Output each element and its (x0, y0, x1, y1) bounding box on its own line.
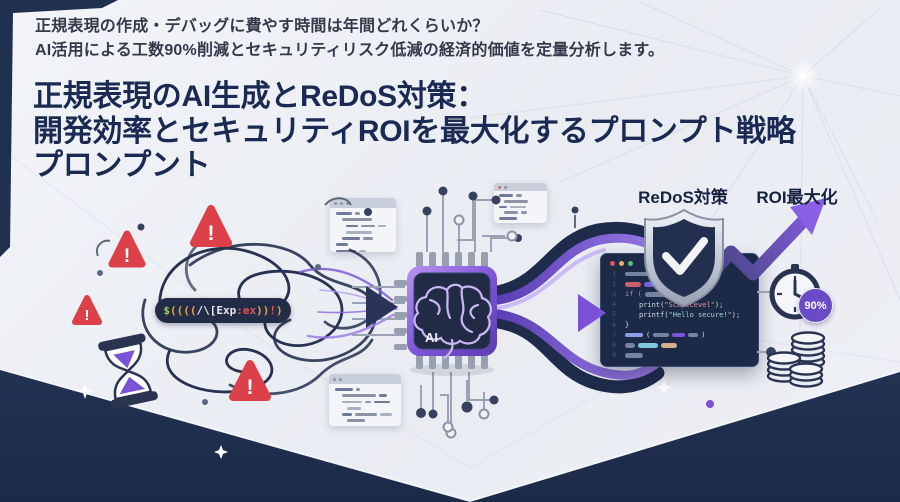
regex-token: /\[Exp (196, 304, 237, 317)
warning-icon: ! (72, 295, 102, 325)
warning-icon: ! (229, 360, 271, 401)
kicker-line-2: AI活用による工数90%削減とセキュリティリスク低減の経済的価値を定量分析します… (35, 42, 665, 59)
code-token: print( (639, 300, 665, 309)
hourglass-icon (98, 333, 158, 409)
line-number: 7 (612, 331, 616, 339)
kicker-line-1: 正規表現の作成・デバッグに費やす時間は年間どれくらいか？ (35, 18, 489, 35)
code-card (329, 374, 401, 426)
brain-icon (413, 283, 492, 360)
editor-titlebar (601, 254, 758, 268)
warning-icon: ! (108, 230, 146, 268)
line-number: 4 (612, 301, 616, 309)
chip-label: AI (425, 330, 438, 345)
line-number: 8 (612, 341, 616, 349)
line-number: 3 (612, 290, 616, 298)
title-line-1: 正規表現のAI生成とReDoS対策： (33, 80, 486, 113)
bottom-right-wedge (470, 372, 900, 502)
maximize-icon (628, 261, 633, 266)
svg-text:!: ! (208, 222, 215, 245)
warning-icon: ! (190, 205, 232, 247)
code-card-header (494, 183, 547, 191)
label-redos: ReDoS対策 (638, 188, 728, 207)
circuit-nodes (416, 186, 522, 439)
regex-token: (((( (170, 304, 197, 317)
regex-token: :ex (236, 304, 257, 317)
minimize-icon (619, 261, 624, 266)
code-token: ( (646, 331, 651, 340)
circuit-node (706, 400, 714, 408)
corner-sliver (0, 0, 118, 257)
code-card (494, 183, 547, 223)
line-number: 5 (612, 311, 616, 319)
code-card-header (329, 374, 401, 384)
sparkle-icon (77, 380, 671, 459)
arrow-into-chip-icon (366, 286, 398, 328)
regex-snippet: $((((/\[Exp:ex))!) (155, 298, 291, 323)
circuit-traces-right (757, 291, 772, 353)
svg-text:!: ! (124, 246, 130, 267)
code-token: } (625, 321, 630, 330)
line-number: 6 (612, 321, 616, 329)
svg-text:!: ! (85, 307, 90, 324)
ai-chip: AI (394, 252, 497, 376)
shield-check-icon (644, 208, 724, 308)
label-roi: ROI最大化 (756, 188, 838, 207)
svg-text:!: ! (247, 376, 254, 399)
regex-token: )) (256, 304, 270, 317)
code-card (330, 198, 396, 252)
regex-token: ) (276, 304, 283, 317)
coins-icon (766, 331, 826, 388)
line-number: 2 (612, 280, 616, 288)
regex-token: $ (163, 304, 170, 317)
regex-token: ! (269, 304, 276, 317)
line-number: 9 (612, 352, 616, 360)
code-card-header (330, 198, 396, 208)
starburst-dot (800, 73, 806, 79)
title-line-3: プロンプント (33, 149, 211, 182)
arrow-into-editor-icon (578, 294, 606, 332)
percent-badge: 90% (798, 288, 833, 323)
close-icon (610, 261, 615, 266)
code-token: ) (701, 331, 706, 340)
starburst (469, 1, 900, 331)
title-line-2: 開発効率とセキュリティROIを最大化するプロンプト戦略 (33, 114, 796, 148)
circuit-traces (352, 195, 514, 428)
code-token: printf( (639, 310, 669, 319)
code-token: ); (714, 300, 724, 309)
line-number: 1 (612, 270, 616, 278)
code-string: "Hello secure!" (668, 310, 732, 319)
code-token: if ( (625, 290, 642, 299)
kicker-text: 正規表現の作成・デバッグに費やす時間は年間どれくらいか？ AI活用による工数90… (35, 15, 664, 63)
code-token: ); (731, 310, 741, 319)
page-title: 正規表現のAI生成とReDoS対策： 開発効率とセキュリティROIを最大化するプ… (33, 80, 796, 184)
scatter-dots (96, 197, 579, 405)
